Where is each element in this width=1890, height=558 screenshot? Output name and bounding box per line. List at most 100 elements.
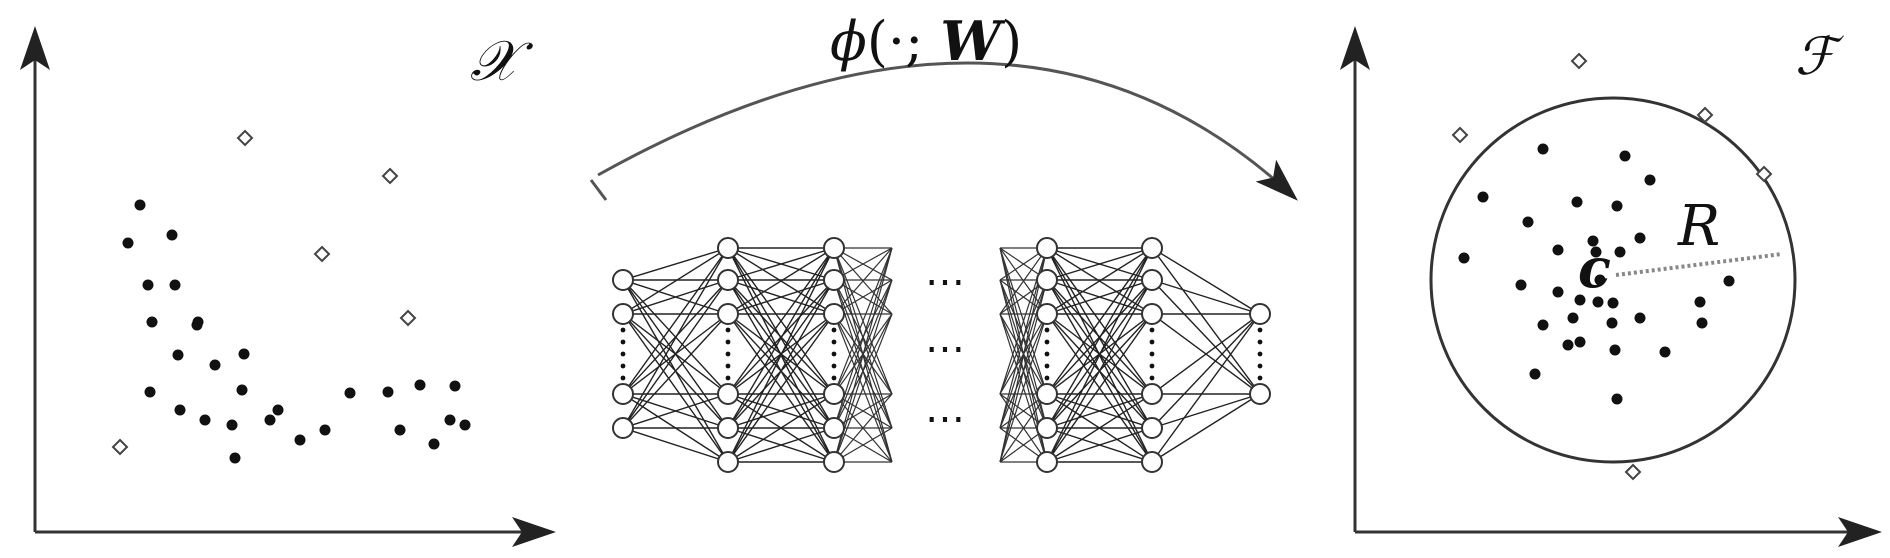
network-node [823,237,845,259]
input-normal-point [209,359,221,371]
feature-normal-point [1574,294,1586,306]
radius-line [1615,252,1783,277]
input-normal-point [344,387,356,399]
network-vertical-dot [1149,375,1155,381]
network-node [612,417,634,439]
network-node [1036,417,1058,439]
feature-normal-point [1537,319,1549,331]
network-edge-partial [833,247,893,395]
network-edge [1046,247,1153,429]
feature-normal-point [1567,312,1579,324]
feature-normal-point [1696,317,1708,329]
network-edge [622,313,729,463]
network-edge [1151,393,1261,463]
network-vertical-dot [1044,351,1050,357]
feature-anomaly-point [1451,126,1469,144]
input-anomaly-point [399,309,417,327]
mapping-label: ϕ(·; W) [830,9,1022,73]
feature-anomaly-point [1696,106,1714,124]
network-ellipsis-middle: ⋯ [925,326,965,372]
feature-normal-point [1609,344,1621,356]
network-edge [727,393,835,429]
input-normal-point [272,404,284,416]
network-vertical-dot [831,339,837,345]
input-anomaly-points [111,129,417,456]
network-edge [622,427,729,463]
input-normal-point [172,349,184,361]
input-space-plot: 𝒳 [20,26,556,547]
network-node [717,383,739,405]
input-normal-point [382,386,394,398]
network-ellipsis-bottom: ⋯ [925,396,965,442]
input-anomaly-point [313,245,331,263]
network-edge [1046,313,1153,463]
feature-normal-point [1571,196,1583,208]
input-normal-point [174,404,186,416]
network-node [823,451,845,473]
network-node [1141,383,1163,405]
network-edge-partial [999,247,1048,315]
network-edge-partial [999,393,1048,463]
network-node [717,451,739,473]
network-vertical-dot [1257,351,1263,357]
feature-normal-point [1522,216,1534,228]
network-node [717,417,739,439]
input-normal-point [166,229,178,241]
radius-label: R [1677,194,1720,259]
network-edge-partial [833,393,893,463]
network-edge [1046,247,1153,463]
network-node [612,303,634,325]
input-normal-point [169,279,181,291]
network-vertical-dot [620,327,626,333]
feature-normal-point [1619,150,1631,162]
input-normal-point [449,380,461,392]
feature-normal-point [1611,393,1623,405]
network-vertical-dot [725,339,731,345]
network-edge [1046,427,1153,463]
network-edge [1151,247,1261,395]
network-node [1036,303,1058,325]
network-ellipsis-top: ⋯ [925,259,965,305]
neural-network: ⋯ ⋯ ⋯ [612,237,1271,473]
network-edge [1151,279,1261,395]
network-node [717,237,739,259]
network-edge [1046,247,1153,281]
network-vertical-dot [1044,327,1050,333]
feature-normal-point [1552,286,1564,298]
feature-normal-point [1611,200,1623,212]
network-node [823,383,845,405]
mapping-arrow [589,61,1298,201]
network-edge [1046,247,1153,395]
network-vertical-dot [725,375,731,381]
input-normal-points [122,199,471,464]
network-edge-partial [833,313,893,463]
hypersphere [1429,96,1797,464]
feature-normal-point [1607,297,1619,309]
network-edge [727,393,835,463]
input-anomaly-point [236,129,254,147]
network-node [1141,269,1163,291]
network-vertical-dot [1044,375,1050,381]
network-vertical-dot [725,363,731,369]
network-edge [622,247,729,315]
feature-normal-point [1694,296,1706,308]
network-node [823,303,845,325]
network-node [612,269,634,291]
network-vertical-dot [1149,327,1155,333]
feature-anomaly-point [1755,165,1773,183]
network-edge [727,247,835,315]
input-normal-point [122,237,134,249]
network-vertical-dot [620,351,626,357]
input-normal-point [199,414,211,426]
network-edge-partial [833,393,893,429]
network-edge-partial [833,247,893,281]
feature-normal-points [1458,143,1735,405]
network-node [823,417,845,439]
input-normal-point [394,424,406,436]
network-node [1141,417,1163,439]
network-edge [1151,313,1261,463]
feature-normal-point [1458,252,1470,264]
network-edge [1046,247,1153,315]
network-edge-partial [833,247,893,315]
